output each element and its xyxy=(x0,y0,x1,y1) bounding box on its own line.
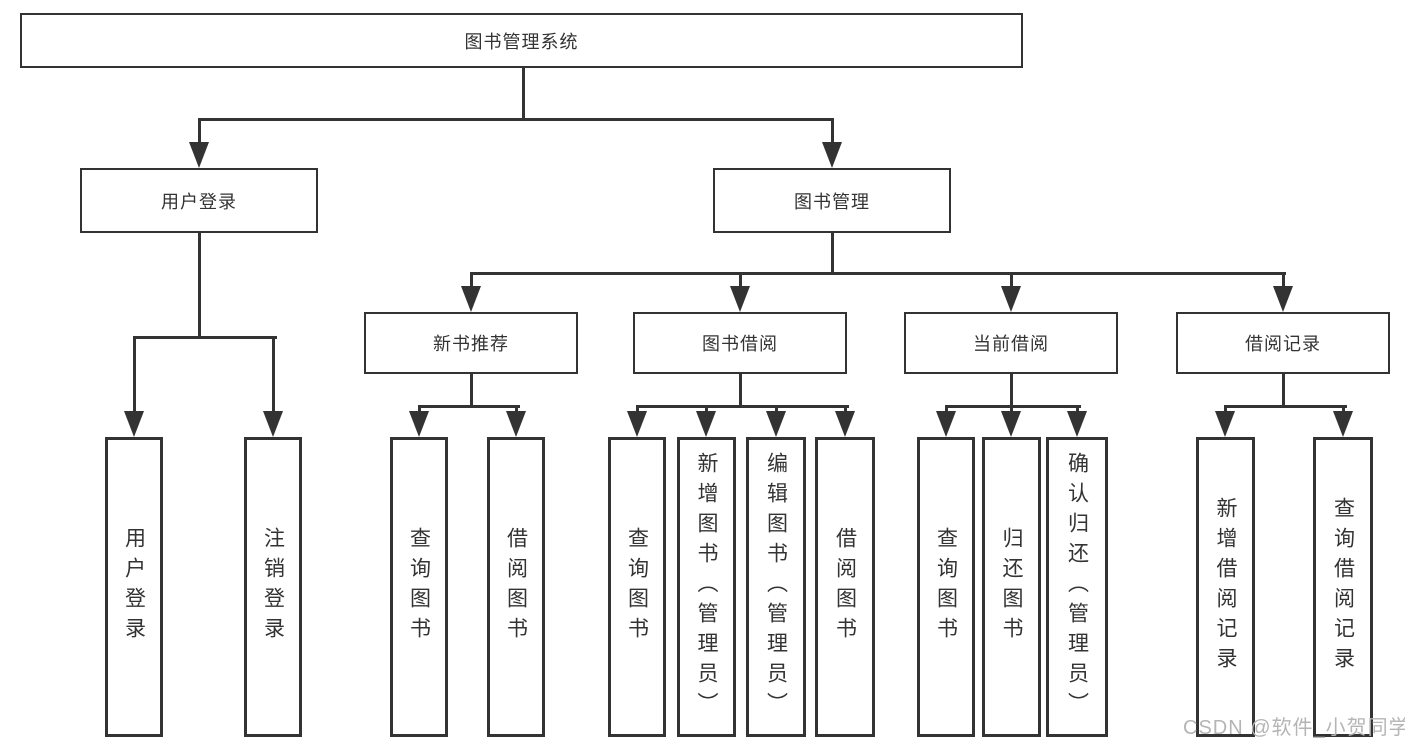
leaf-label: 编辑图书（管理员） xyxy=(764,452,788,722)
connector-line xyxy=(197,118,834,121)
arrowhead-down-icon xyxy=(461,286,481,312)
arrowhead-down-icon xyxy=(1273,286,1293,312)
node-book-management: 图书管理 xyxy=(713,168,951,233)
arrowhead-down-icon xyxy=(1067,411,1087,437)
node-new-book-recommendation: 新书推荐 xyxy=(364,312,578,374)
leaf-borrow-books-recommend: 借阅图书 xyxy=(487,437,545,737)
leaf-query-books-borrowing: 查询图书 xyxy=(608,437,666,737)
leaf-label: 注销登录 xyxy=(261,527,285,647)
connector-line xyxy=(1223,405,1347,408)
leaf-label: 查询图书 xyxy=(934,527,958,647)
leaf-add-borrow-record: 新增借阅记录 xyxy=(1196,437,1255,737)
leaf-label: 借阅图书 xyxy=(833,527,857,647)
connector-line xyxy=(469,374,473,405)
leaf-label: 确认归还（管理员） xyxy=(1065,452,1089,722)
leaf-label: 用户登录 xyxy=(122,527,146,647)
arrowhead-down-icon xyxy=(730,286,750,312)
connector-line xyxy=(132,336,277,339)
leaf-label: 新增图书（管理员） xyxy=(695,452,718,722)
connector-line xyxy=(1281,374,1285,405)
node-current-borrowing: 当前借阅 xyxy=(904,312,1118,374)
watermark-text: CSDN @软件_小贺同学 xyxy=(1183,717,1405,739)
arrowhead-down-icon xyxy=(506,411,526,437)
leaf-query-borrow-record: 查询借阅记录 xyxy=(1313,437,1373,737)
arrowhead-down-icon xyxy=(627,411,647,437)
leaf-label: 查询借阅记录 xyxy=(1331,497,1355,677)
leaf-confirm-return-admin: 确认归还（管理员） xyxy=(1046,437,1108,737)
arrowhead-down-icon xyxy=(263,411,283,437)
connector-line xyxy=(1009,374,1013,405)
leaf-return-book: 归还图书 xyxy=(982,437,1041,737)
connector-line xyxy=(944,405,1081,408)
connector-line xyxy=(1281,272,1285,290)
connector-line xyxy=(738,272,742,290)
leaf-label: 查询图书 xyxy=(407,527,431,647)
leaf-label: 新增借阅记录 xyxy=(1214,497,1237,677)
connector-line xyxy=(830,233,834,272)
arrowhead-down-icon xyxy=(189,142,209,168)
arrowhead-down-icon xyxy=(835,411,855,437)
connector-line xyxy=(271,336,275,414)
leaf-label: 查询图书 xyxy=(625,527,649,647)
leaf-borrow-books-borrowing: 借阅图书 xyxy=(815,437,875,737)
arrowhead-down-icon xyxy=(1215,411,1235,437)
leaf-label: 归还图书 xyxy=(1000,527,1023,647)
node-user-login: 用户登录 xyxy=(80,168,318,233)
connector-line xyxy=(1009,272,1013,290)
node-library-system: 图书管理系统 xyxy=(20,13,1023,68)
arrowhead-down-icon xyxy=(409,411,429,437)
arrowhead-down-icon xyxy=(822,142,842,168)
connector-line xyxy=(738,374,742,405)
node-borrowing-records: 借阅记录 xyxy=(1176,312,1390,374)
arrowhead-down-icon xyxy=(1001,286,1021,312)
arrowhead-down-icon xyxy=(1001,411,1021,437)
connector-line xyxy=(521,68,525,118)
arrowhead-down-icon xyxy=(124,411,144,437)
arrowhead-down-icon xyxy=(766,411,786,437)
leaf-add-book-admin: 新增图书（管理员） xyxy=(677,437,736,737)
leaf-query-books-recommend: 查询图书 xyxy=(390,437,448,737)
arrowhead-down-icon xyxy=(1333,411,1353,437)
arrowhead-down-icon xyxy=(936,411,956,437)
connector-line xyxy=(469,272,1286,275)
leaf-edit-book-admin: 编辑图书（管理员） xyxy=(746,437,806,737)
leaf-query-books-current: 查询图书 xyxy=(917,437,975,737)
arrowhead-down-icon xyxy=(696,411,716,437)
connector-line xyxy=(635,405,849,408)
leaf-label: 借阅图书 xyxy=(504,527,528,647)
connector-line xyxy=(197,233,201,336)
connector-line xyxy=(469,272,473,290)
leaf-logout: 注销登录 xyxy=(244,437,302,737)
connector-line xyxy=(132,336,136,414)
connector-line xyxy=(830,118,834,148)
node-book-borrowing: 图书借阅 xyxy=(633,312,847,374)
connector-line xyxy=(197,118,201,148)
leaf-user-login: 用户登录 xyxy=(105,437,163,737)
connector-line xyxy=(417,405,520,408)
